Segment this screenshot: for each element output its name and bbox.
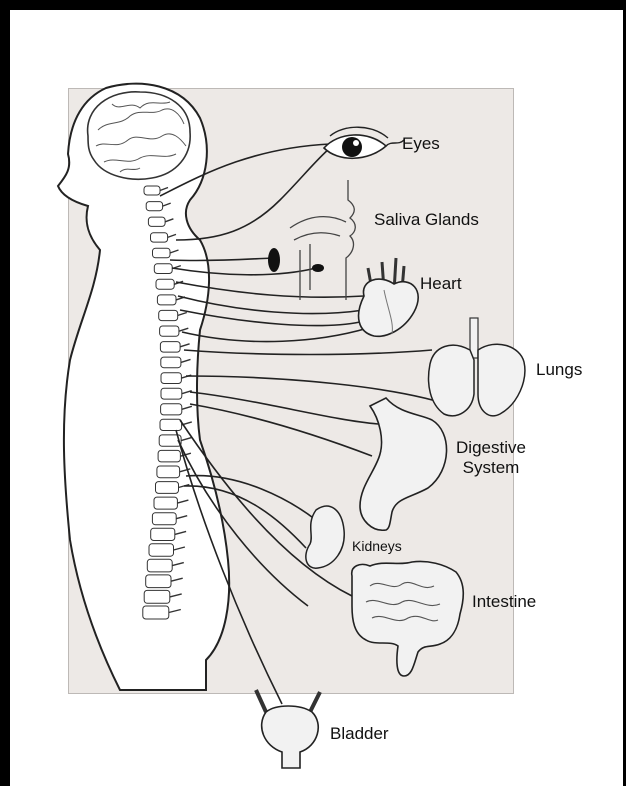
vertebra	[161, 357, 181, 368]
label-bladder: Bladder	[330, 724, 389, 744]
vertebra	[146, 202, 162, 211]
vertebra	[143, 606, 169, 619]
nerve-to-digestive-2	[190, 404, 372, 456]
vertebra	[156, 279, 174, 289]
intestine-organ	[352, 561, 464, 676]
nerve-to-lungs-2	[186, 376, 458, 408]
vertebra	[161, 404, 182, 415]
stomach-organ	[360, 398, 447, 530]
vertebra	[147, 559, 172, 572]
vertebra	[149, 544, 174, 556]
eye-organ	[324, 127, 404, 158]
vertebra	[151, 233, 168, 242]
label-kidneys: Kidneys	[352, 538, 402, 554]
face-profile	[290, 180, 355, 300]
vertebra	[154, 497, 177, 509]
lungs-organ	[429, 318, 525, 416]
vertebra	[144, 186, 160, 195]
vertebra	[154, 264, 172, 274]
label-digestive-system: Digestive System	[446, 438, 536, 477]
vertebra	[161, 373, 181, 384]
vertebra	[146, 575, 171, 588]
nervous-system-illustration	[10, 10, 623, 786]
vertebra	[157, 295, 176, 305]
label-eyes: Eyes	[402, 134, 440, 154]
vertebra	[151, 528, 175, 540]
saliva-gland	[268, 248, 280, 272]
nerve-to-heart-4	[182, 328, 368, 342]
vertebra	[152, 513, 176, 525]
label-intestine: Intestine	[472, 592, 536, 612]
vertebra	[158, 450, 180, 462]
label-digestive-line2: System	[446, 458, 536, 478]
label-saliva-glands: Saliva Glands	[374, 210, 479, 230]
vertebra	[153, 248, 171, 258]
vertebra	[161, 388, 182, 399]
vertebra	[157, 466, 180, 478]
vertebra	[148, 217, 165, 226]
label-heart: Heart	[420, 274, 462, 294]
vertebra	[160, 342, 180, 353]
saliva-gland-2	[312, 264, 324, 272]
nerve-to-digestive-1	[190, 392, 378, 424]
vertebra	[159, 310, 178, 320]
vertebra	[144, 590, 170, 603]
kidney-organ	[306, 506, 344, 568]
nerve-to-lungs-1	[184, 350, 432, 355]
label-digestive-line1: Digestive	[446, 438, 536, 458]
vertebra	[156, 482, 179, 494]
heart-organ	[359, 258, 419, 336]
diagram-frame: Eyes Saliva Glands Heart Lungs Digestive…	[10, 10, 623, 786]
vertebra	[160, 326, 179, 336]
label-lungs: Lungs	[536, 360, 582, 380]
vertebra	[160, 419, 182, 430]
bladder-organ	[256, 690, 320, 768]
